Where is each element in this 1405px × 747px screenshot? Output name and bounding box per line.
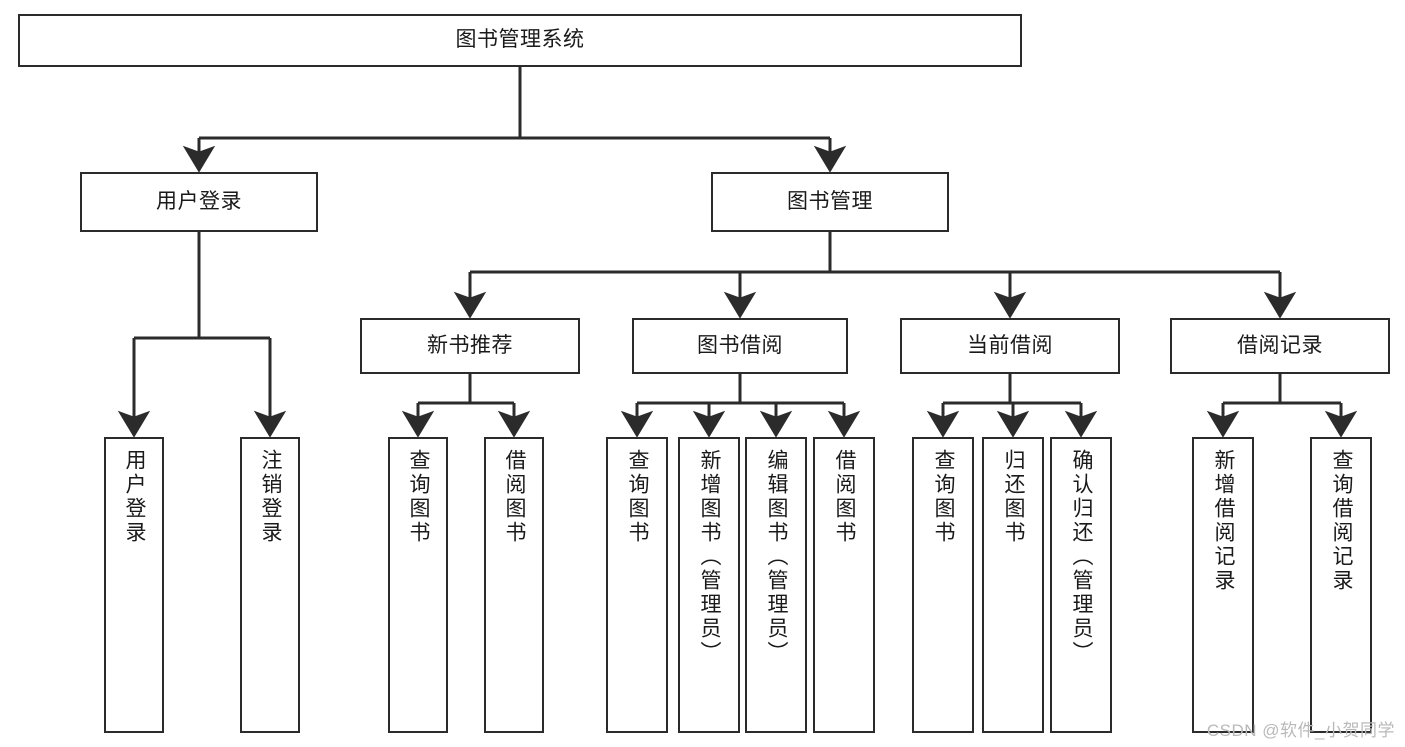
node-leaf-query-record[interactable]: 查询借阅记录 (1310, 437, 1372, 733)
node-current-borrow[interactable]: 当前借阅 (900, 318, 1120, 374)
node-leaf-borrow-book-2[interactable]: 借阅图书 (813, 437, 875, 733)
node-current-borrow-label: 当前借阅 (967, 333, 1053, 357)
node-root-label: 图书管理系统 (455, 28, 585, 52)
node-leaf-add-book[interactable]: 新增图书（管理员） (678, 437, 740, 733)
node-leaf-query-book-3[interactable]: 查询图书 (912, 437, 974, 733)
node-leaf-query-book-2-label: 查询图书 (626, 449, 650, 545)
node-leaf-confirm-return-label: 确认归还（管理员） (1070, 449, 1094, 665)
node-new-book-rec-label: 新书推荐 (427, 333, 513, 357)
node-leaf-borrow-book-1-label: 借阅图书 (503, 449, 527, 545)
node-leaf-add-record-label: 新增借阅记录 (1212, 449, 1236, 593)
node-leaf-logout[interactable]: 注销登录 (240, 437, 300, 733)
node-borrow-record[interactable]: 借阅记录 (1170, 318, 1390, 374)
node-new-book-rec[interactable]: 新书推荐 (360, 318, 580, 374)
node-leaf-logout-label: 注销登录 (259, 449, 283, 545)
node-leaf-confirm-return[interactable]: 确认归还（管理员） (1050, 437, 1112, 733)
node-leaf-add-record[interactable]: 新增借阅记录 (1192, 437, 1254, 733)
node-leaf-query-record-label: 查询借阅记录 (1330, 449, 1354, 593)
csdn-watermark: CSDN @软件_小贺同学 (1206, 721, 1395, 740)
node-book-borrow-label: 图书借阅 (697, 333, 783, 357)
node-leaf-borrow-book-2-label: 借阅图书 (833, 449, 857, 545)
node-user-login[interactable]: 用户登录 (80, 172, 318, 232)
node-leaf-query-book-1-label: 查询图书 (407, 449, 431, 545)
node-root[interactable]: 图书管理系统 (18, 14, 1022, 67)
node-borrow-record-label: 借阅记录 (1237, 333, 1323, 357)
node-book-manage-label: 图书管理 (787, 189, 873, 213)
node-book-borrow[interactable]: 图书借阅 (632, 318, 848, 374)
node-leaf-user-login[interactable]: 用户登录 (104, 437, 164, 733)
node-leaf-edit-book-label: 编辑图书（管理员） (765, 449, 789, 665)
connector-lines (117, 67, 1358, 438)
node-leaf-edit-book[interactable]: 编辑图书（管理员） (745, 437, 807, 733)
node-leaf-query-book-2[interactable]: 查询图书 (606, 437, 668, 733)
node-leaf-query-book-3-label: 查询图书 (932, 449, 956, 545)
node-leaf-borrow-book-1[interactable]: 借阅图书 (484, 437, 544, 733)
node-leaf-return-book[interactable]: 归还图书 (982, 437, 1044, 733)
node-leaf-user-login-label: 用户登录 (123, 449, 147, 545)
node-user-login-label: 用户登录 (156, 189, 242, 213)
node-leaf-query-book-1[interactable]: 查询图书 (388, 437, 448, 733)
node-leaf-return-book-label: 归还图书 (1002, 449, 1026, 545)
node-leaf-add-book-label: 新增图书（管理员） (698, 449, 722, 665)
node-book-manage[interactable]: 图书管理 (711, 172, 949, 232)
